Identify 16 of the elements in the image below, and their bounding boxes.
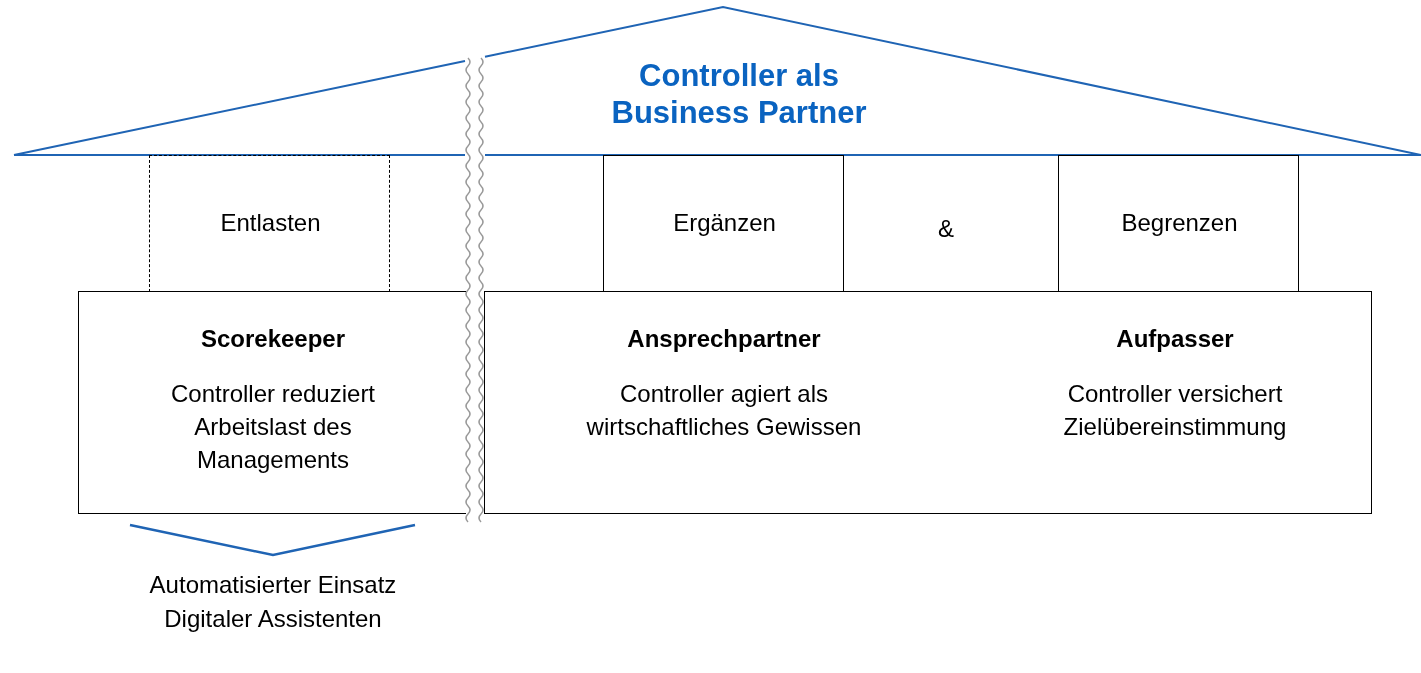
description-text: Controller versichert Zielübereinstimmung <box>1062 379 1288 442</box>
description-text: Controller agiert als wirtschaftliches Gewissen <box>585 379 863 442</box>
dashed-box <box>149 155 390 292</box>
box <box>603 155 844 292</box>
heading: Ansprechpartner <box>626 324 822 354</box>
box-label: Entlasten <box>219 208 322 238</box>
box <box>484 291 1372 514</box>
box-label: Begrenzen <box>1120 208 1239 238</box>
box <box>1058 155 1299 292</box>
ampersand: & <box>937 214 955 244</box>
box <box>78 291 466 514</box>
box-label: Ergänzen <box>672 208 777 238</box>
heading: Aufpasser <box>1115 324 1235 354</box>
description-text: Controller reduziert Arbeitslast des Managements <box>169 379 377 475</box>
note-text: Automatisierter Einsatz Digitaler Assistenten <box>148 570 398 634</box>
heading: Scorekeeper <box>199 324 347 354</box>
